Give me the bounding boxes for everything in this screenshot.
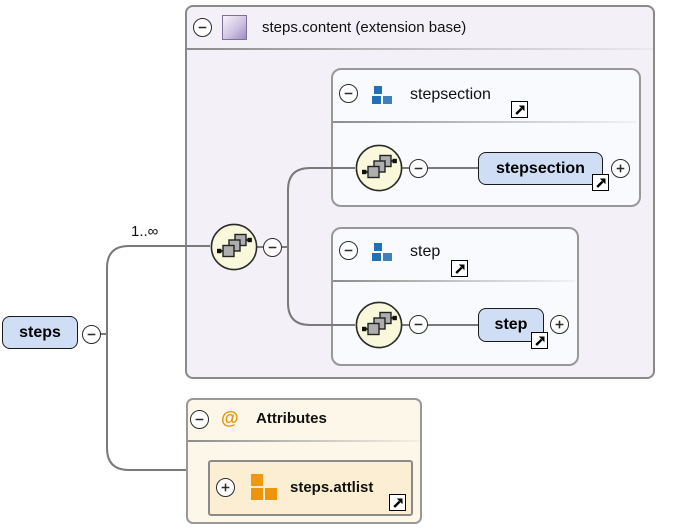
jump-arrow-icon-step-element[interactable] bbox=[531, 332, 548, 349]
expand-button-attlist[interactable] bbox=[216, 478, 235, 497]
header-divider bbox=[187, 48, 653, 50]
jump-arrow-icon-attlist[interactable] bbox=[389, 494, 406, 511]
cardinality-label: 1..∞ bbox=[131, 223, 159, 240]
plus-icon bbox=[616, 164, 625, 173]
minus-icon bbox=[268, 246, 277, 249]
minus-icon bbox=[414, 323, 423, 326]
model-group-icon bbox=[372, 86, 392, 104]
collapse-button-complex-type[interactable] bbox=[193, 18, 212, 37]
group-title-stepsection: stepsection bbox=[410, 86, 491, 103]
minus-icon bbox=[195, 418, 204, 421]
minus-icon bbox=[344, 249, 353, 252]
minus-icon bbox=[344, 92, 353, 95]
jump-arrow-icon-stepsection-group[interactable] bbox=[511, 101, 528, 118]
sequence-compositor-icon[interactable] bbox=[210, 223, 258, 271]
expand-button-step-element[interactable] bbox=[550, 315, 569, 334]
element-box-stepsection[interactable]: stepsection bbox=[478, 152, 603, 185]
attribute-group-icon bbox=[251, 474, 277, 500]
group-divider bbox=[333, 121, 637, 123]
element-label-step: step bbox=[494, 316, 528, 333]
element-box-step[interactable]: step bbox=[478, 308, 544, 342]
jump-arrow-icon-step-group[interactable] bbox=[451, 260, 468, 277]
sequence-compositor-icon[interactable] bbox=[355, 301, 403, 349]
complex-type-title: steps.content (extension base) bbox=[262, 19, 467, 36]
expand-button-stepsection-element[interactable] bbox=[611, 159, 630, 178]
north-east-arrow-icon bbox=[454, 264, 464, 274]
north-east-arrow-icon bbox=[392, 498, 402, 508]
element-label-steps: steps bbox=[19, 323, 61, 341]
sequence-compositor-icon[interactable] bbox=[355, 144, 403, 192]
collapse-button-attributes[interactable] bbox=[190, 410, 209, 429]
attributes-title: Attributes bbox=[256, 410, 327, 427]
north-east-arrow-icon bbox=[514, 105, 524, 115]
collapse-button-steps[interactable] bbox=[82, 325, 101, 344]
jump-arrow-icon-stepsection-element[interactable] bbox=[592, 174, 609, 191]
minus-icon bbox=[414, 167, 423, 170]
attributes-divider bbox=[188, 440, 420, 442]
collapse-button-step-sequence[interactable] bbox=[409, 315, 428, 334]
collapse-button-stepsection-group[interactable] bbox=[339, 84, 358, 103]
collapse-button-sequence[interactable] bbox=[263, 238, 282, 257]
collapse-button-stepsection-sequence[interactable] bbox=[409, 159, 428, 178]
plus-icon bbox=[221, 483, 230, 492]
complex-type-icon bbox=[222, 15, 247, 40]
group-divider bbox=[333, 280, 575, 282]
model-group-icon bbox=[372, 243, 392, 261]
minus-icon bbox=[198, 26, 207, 29]
plus-icon bbox=[555, 320, 564, 329]
collapse-button-step-group[interactable] bbox=[339, 241, 358, 260]
element-box-steps[interactable]: steps bbox=[2, 316, 78, 349]
minus-icon bbox=[87, 333, 96, 336]
element-label-stepsection: stepsection bbox=[496, 159, 585, 177]
attlist-label: steps.attlist bbox=[290, 479, 374, 496]
north-east-arrow-icon bbox=[534, 336, 544, 346]
attlist-group-box[interactable] bbox=[208, 460, 413, 516]
north-east-arrow-icon bbox=[595, 178, 605, 188]
at-symbol-icon: @ bbox=[221, 408, 239, 428]
group-title-step: step bbox=[410, 243, 441, 260]
